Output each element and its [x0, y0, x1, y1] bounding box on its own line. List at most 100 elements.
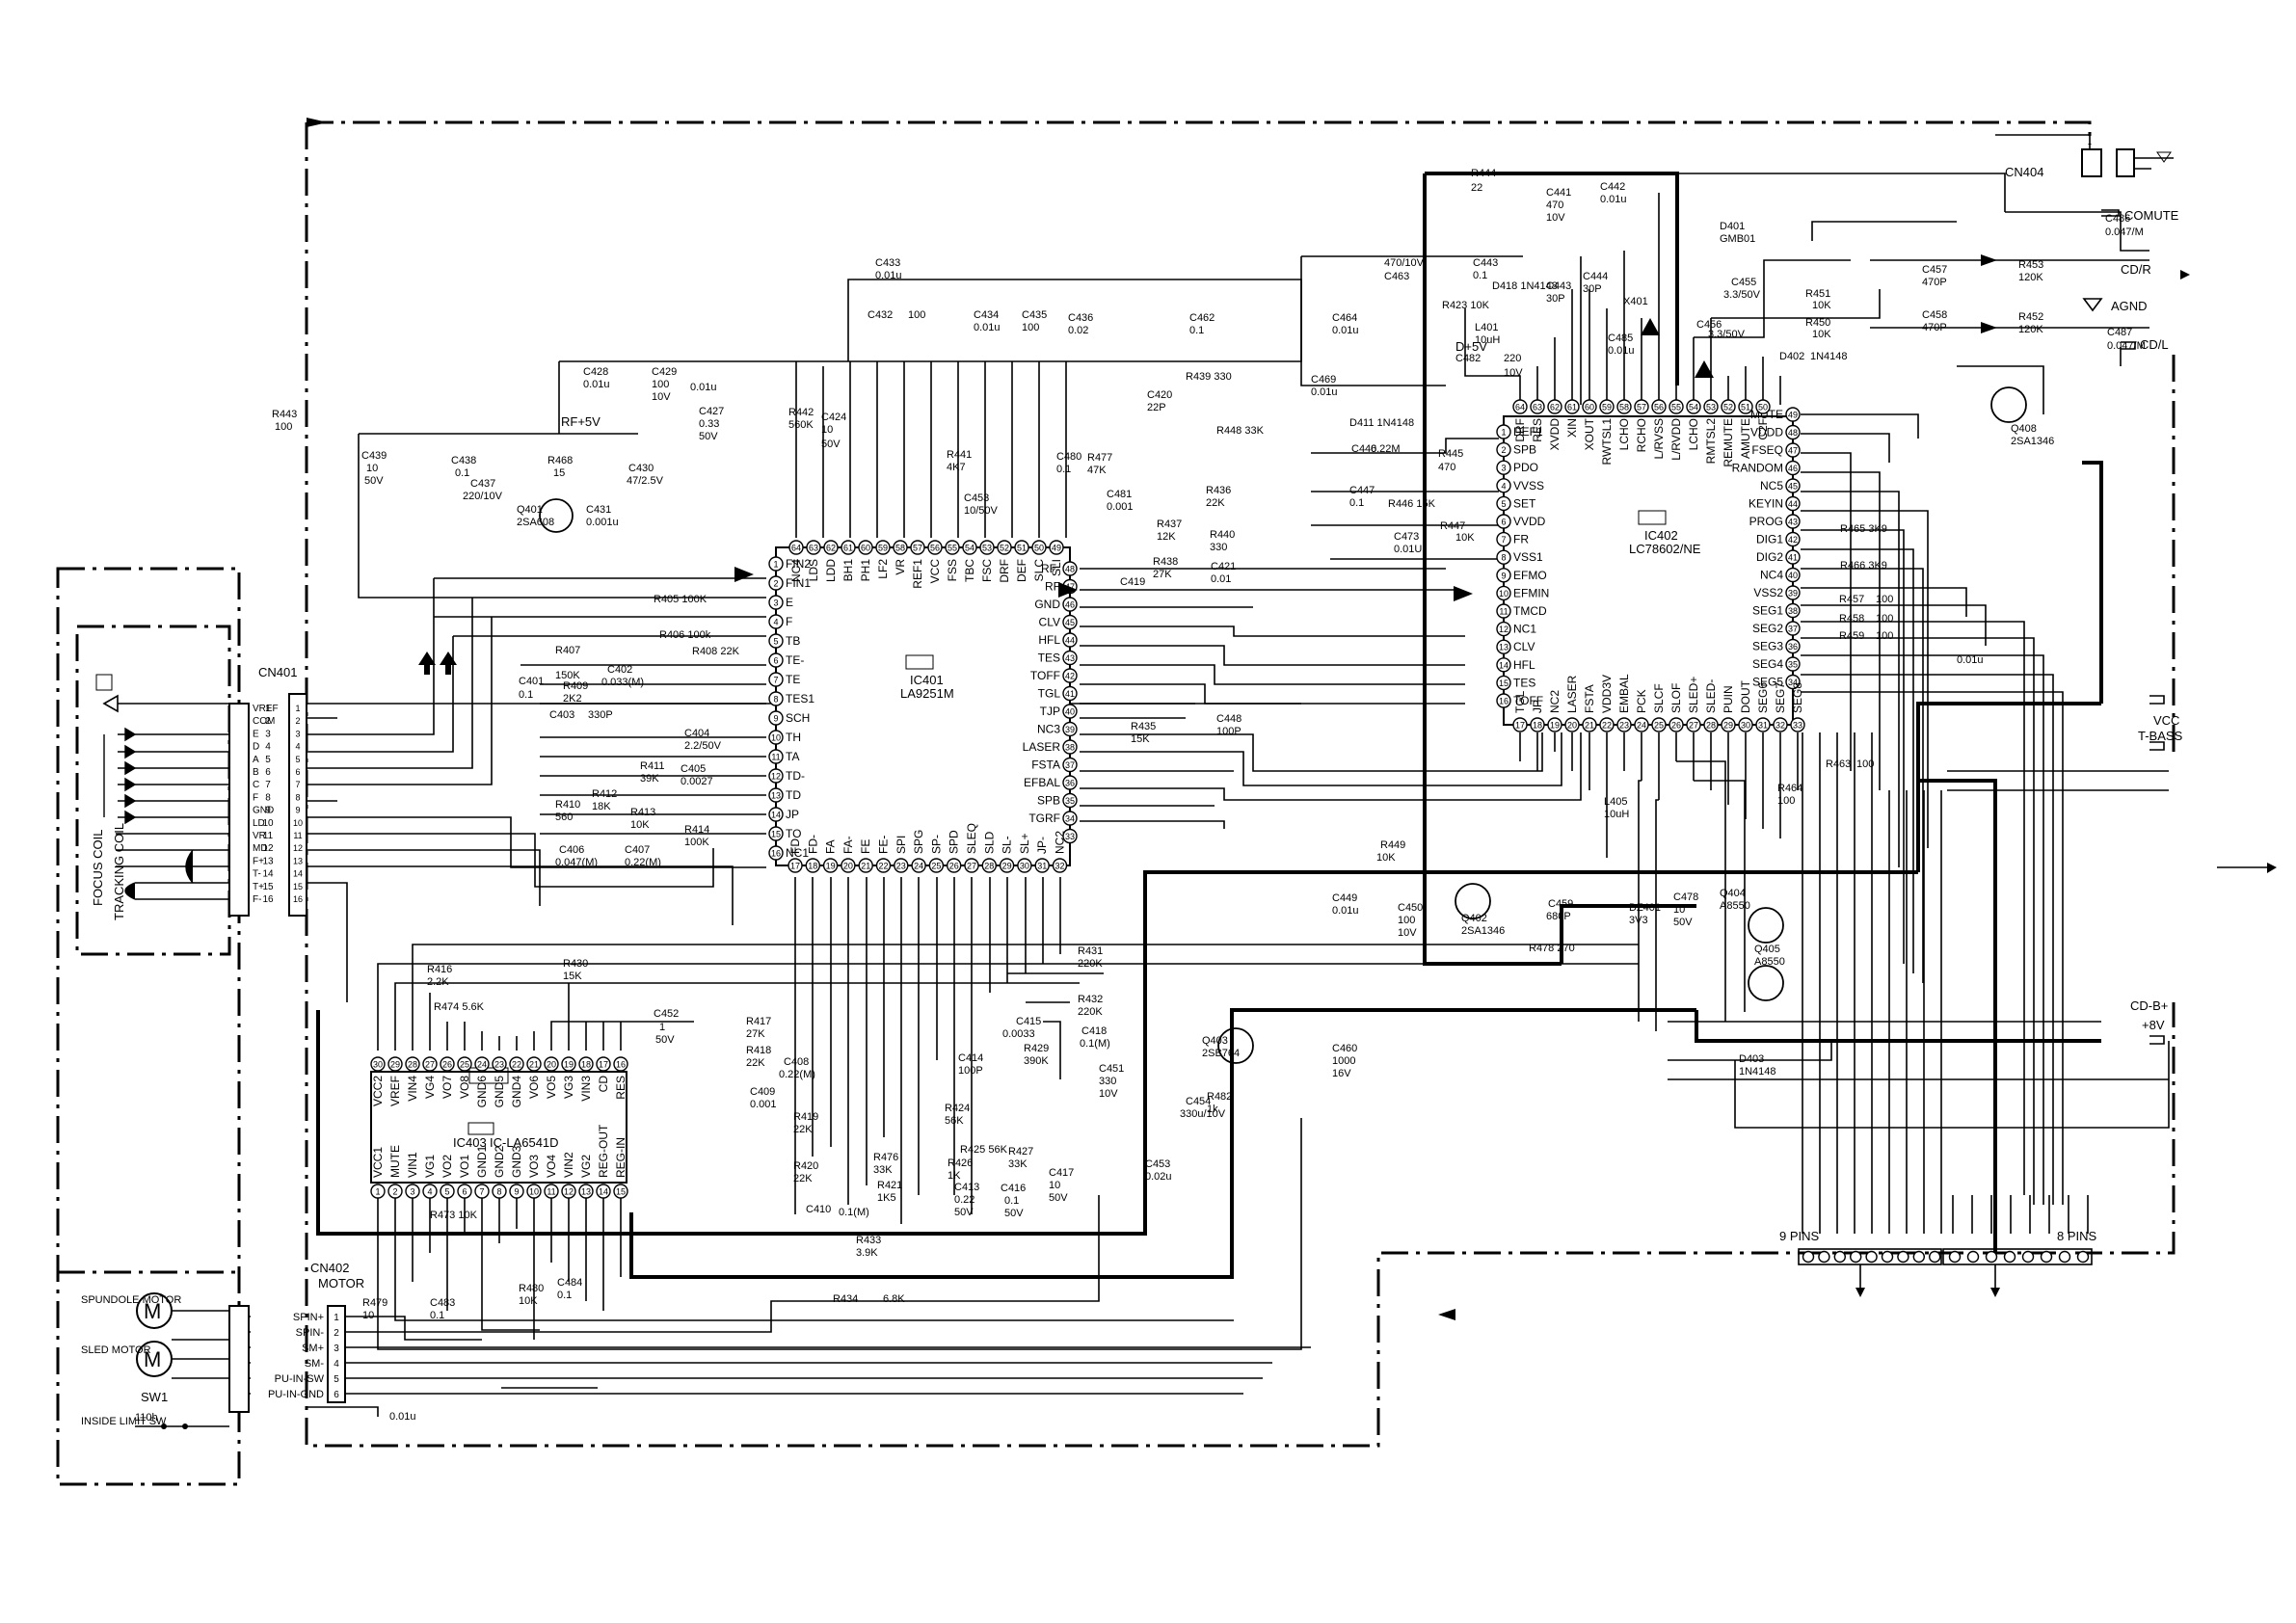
component-label: C413 [954, 1182, 979, 1193]
ic401-pin-52 [997, 540, 1012, 555]
ic401-part: LA9251M [900, 686, 954, 701]
ic402-pin-number: 55 [1671, 403, 1681, 412]
ic401-pin-20 [841, 858, 856, 873]
cn401-signal: MD [253, 843, 268, 854]
ic401-pin-33 [1062, 828, 1078, 844]
ic401-pin-56 [927, 540, 943, 555]
ic402-signal: LASER [1565, 675, 1579, 713]
ic401-pin-number: 61 [843, 544, 853, 553]
q405-icon [1748, 965, 1784, 1001]
component-label: 50V [1004, 1208, 1024, 1219]
ic403-pin-number: 26 [442, 1060, 452, 1070]
component-label: 220K [1078, 958, 1103, 970]
header-pin [2003, 1250, 2016, 1264]
ic402-pin-number: 62 [1550, 403, 1560, 412]
ic401-pin-number: 64 [791, 544, 801, 553]
ic401-pin-number: 51 [1017, 544, 1027, 553]
ic402-signal: NC1 [1513, 623, 1536, 636]
cn401-pin-number: 2 [295, 716, 300, 726]
cn402-pin-number: 1 [334, 1313, 339, 1323]
ic402-pin-1 [1496, 424, 1511, 439]
component-label: 33K [1008, 1158, 1028, 1170]
ic403: IC403 IC-LA6541D 30VCC229VREF28VIN427VG4… [370, 1056, 628, 1199]
component-label: 0.001u [586, 517, 619, 528]
cn402-signal: PU-IN-GND [268, 1389, 324, 1400]
header-pin [2021, 1250, 2035, 1264]
ic402-pin-54 [1686, 399, 1701, 414]
component-label: 100 [1856, 758, 1874, 770]
ic402-signal: KEYIN [1749, 497, 1783, 511]
component-label: R448 33K [1216, 425, 1265, 437]
ic403-signal: VO7 [441, 1076, 454, 1099]
ic401-ref: IC401 [910, 673, 944, 687]
vcc-label: VCC [2153, 713, 2179, 728]
component-label: R429 [1024, 1043, 1049, 1054]
ic402-pin-36 [1785, 638, 1801, 654]
ic403-pin-12 [561, 1184, 576, 1199]
ic402-pin-7 [1496, 531, 1511, 547]
component-label: C435 [1022, 309, 1047, 321]
component-label: C424 [821, 412, 846, 423]
component-label: R423 10K [1442, 300, 1490, 311]
ic403-pin-5 [440, 1184, 455, 1199]
component-label: C415 [1016, 1016, 1041, 1027]
q408-icon [1990, 386, 2027, 423]
ic402-pin-number: 13 [1499, 643, 1508, 652]
q401-icon [539, 498, 574, 533]
ic403-signal: REG-IN [614, 1137, 627, 1178]
ic401-pin-31 [1034, 858, 1050, 873]
ic402-pin-56 [1651, 399, 1667, 414]
ic402-pin-61 [1564, 399, 1580, 414]
cn401-pin-number: 15 [262, 882, 274, 892]
ic402-signal: XOUT [1583, 417, 1596, 450]
component-label: 50V [699, 431, 718, 442]
ic402-pin-41 [1785, 549, 1801, 565]
ic403-part: IC-LA6541D [490, 1135, 559, 1150]
component-label: 15 [553, 467, 565, 479]
ic402-pin-46 [1785, 460, 1801, 476]
component-label: 10 [1049, 1180, 1060, 1191]
component-label: R419 [793, 1111, 818, 1123]
ic402-pin-45 [1785, 478, 1801, 493]
cd-l-label: CD/L [2140, 337, 2169, 352]
component-label: 100 [275, 421, 292, 433]
ic401-signal: TGRF [1028, 812, 1060, 825]
ic401-pin-number: 38 [1065, 743, 1075, 753]
header-pin [1833, 1250, 1847, 1264]
component-label: 1 [659, 1022, 665, 1033]
ic403-pin-4 [422, 1184, 438, 1199]
component-label: R474 5.6K [434, 1001, 485, 1013]
component-label: R443 [272, 409, 297, 420]
ic401-signal: TO [786, 827, 801, 840]
component-label: 100 [1876, 613, 1893, 625]
component-label: 470 [1438, 462, 1455, 473]
ic401-signal: NC3 [1037, 723, 1060, 736]
component-label: R414 [684, 824, 709, 836]
component-label: C442 [1600, 181, 1625, 193]
ic401-pin-42 [1062, 668, 1078, 683]
cn401-pin-number: 4 [265, 742, 271, 753]
ic402-pin-number: 39 [1788, 589, 1798, 599]
component-label: Q404 [1720, 888, 1746, 899]
cn401-pin-number: 3 [295, 729, 300, 738]
ic402-pin-3 [1496, 460, 1511, 475]
ic403-pin-10 [526, 1184, 542, 1199]
cn401-pin-number: 7 [265, 780, 271, 790]
ic403-pin-number: 28 [408, 1060, 417, 1070]
ic401-pin-44 [1062, 632, 1078, 648]
ic401-signal: FIN1 [786, 576, 811, 590]
ic401-pin-58 [893, 540, 908, 555]
component-label: 3.3/50V [1723, 289, 1761, 301]
component-label: 220 [1504, 353, 1521, 364]
ic403-signal: GND2 [493, 1145, 506, 1178]
ic402-pin-number: 37 [1788, 625, 1798, 634]
component-label: R408 22K [692, 646, 740, 657]
ic401-signal: RF- [1041, 562, 1060, 575]
component-label: 0.1 [1056, 464, 1071, 475]
ic402-signal: VSS2 [1753, 586, 1783, 599]
component-label: R480 [519, 1283, 544, 1294]
component-label: R465 3K9 [1840, 523, 1887, 535]
ic403-pin-29 [387, 1056, 403, 1072]
ic402-signal: RMTSL2 [1704, 418, 1718, 465]
